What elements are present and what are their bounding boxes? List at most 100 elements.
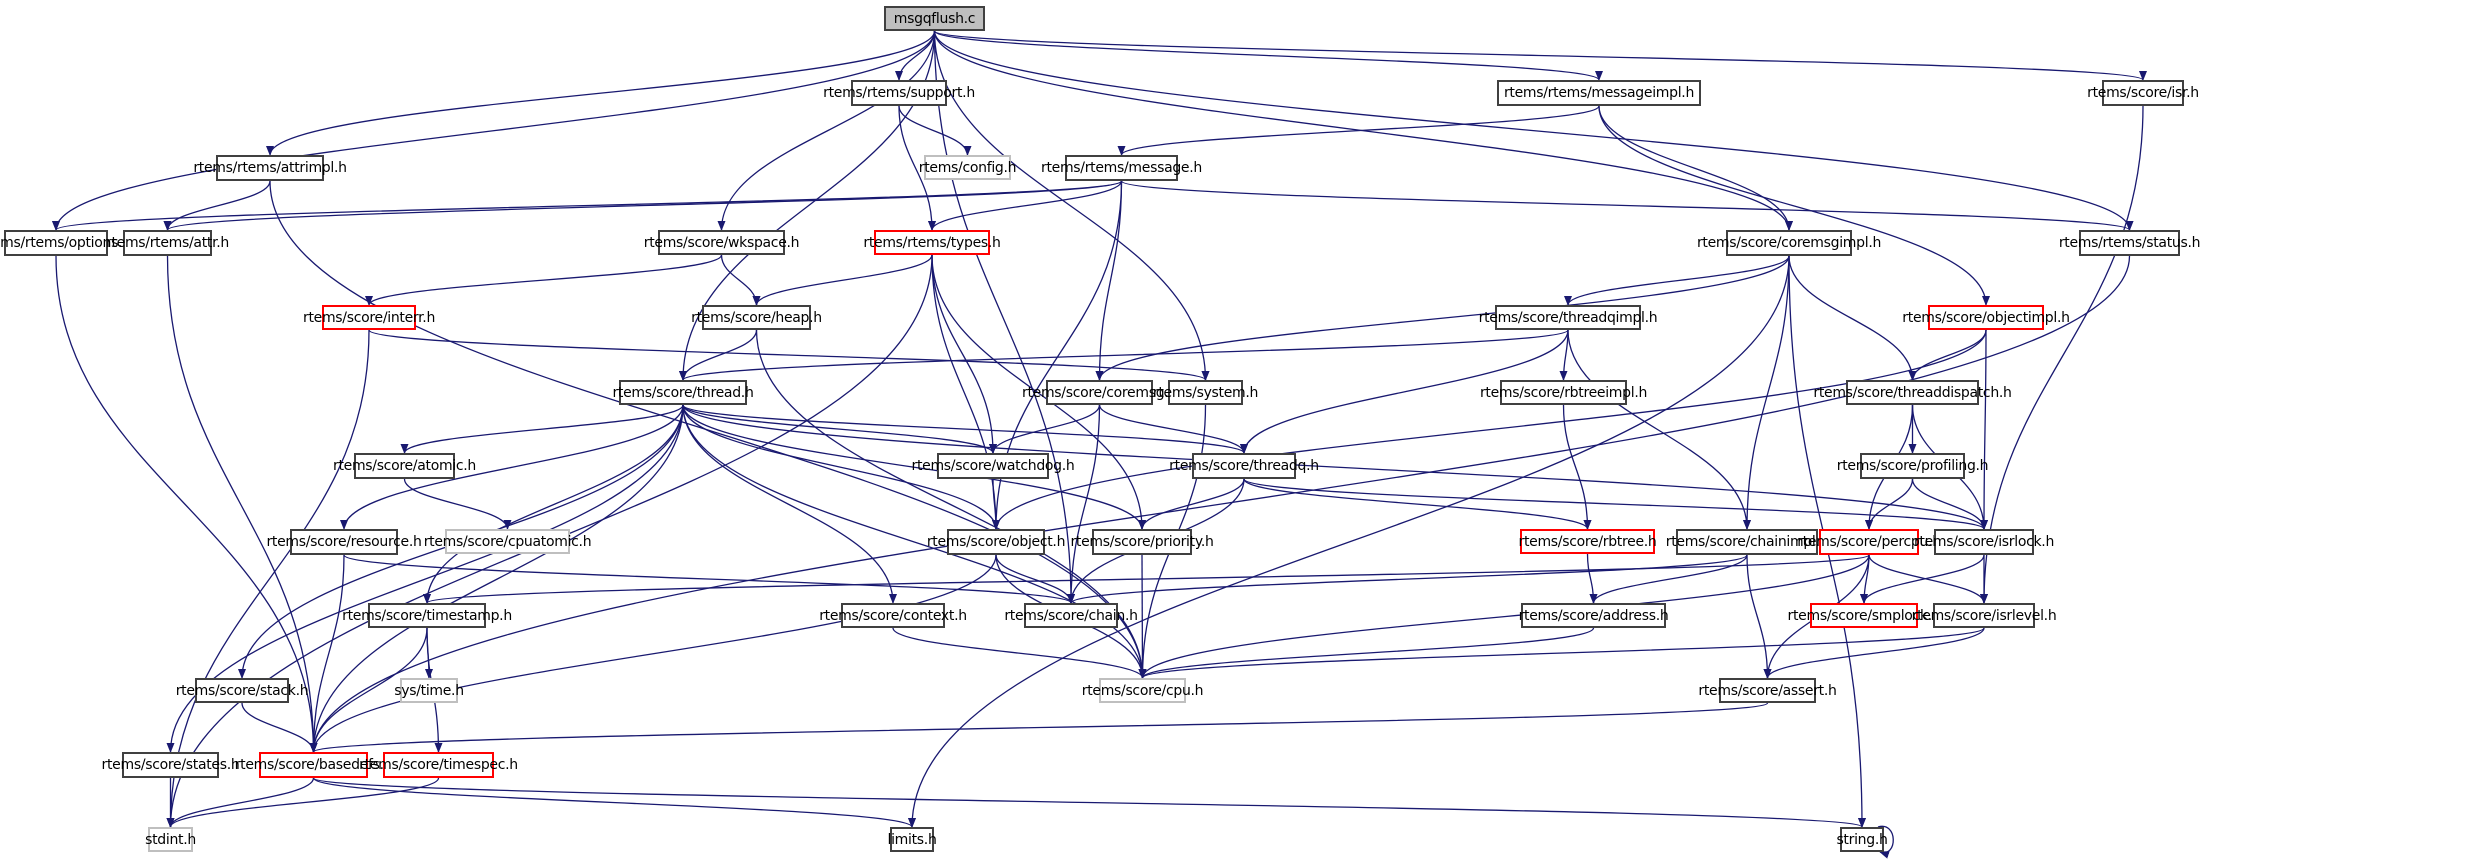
- node-profiling[interactable]: rtems/score/profiling.h: [1837, 453, 1989, 479]
- edge-context-to-cpu: [892, 627, 1147, 679]
- edge-basedefs-to-stdint: [166, 777, 315, 828]
- edge-thread-to-cpu: [682, 404, 1147, 679]
- edge-basedefs-to-string: [312, 777, 1866, 828]
- node-isr[interactable]: rtems/score/isr.h: [2087, 80, 2199, 106]
- node-msgqflush[interactable]: msgqflush.c: [884, 6, 985, 31]
- edge-thread-to-resource: [340, 404, 684, 530]
- node-resource[interactable]: rtems/score/resource.h: [266, 529, 422, 555]
- edge-threadqimpl-to-thread: [679, 329, 1569, 381]
- node-types[interactable]: rtems/rtems/types.h: [863, 230, 1001, 255]
- node-isrlevel[interactable]: rtems/score/isrlevel.h: [1912, 603, 2057, 628]
- edge-profiling-to-isrlock: [1911, 478, 1988, 530]
- edge-messageimpl-to-objectimpl: [1598, 105, 1990, 306]
- node-coremsgimpl[interactable]: rtems/score/coremsgimpl.h: [1697, 230, 1881, 256]
- edge-threadqimpl-to-threadq: [1240, 329, 1569, 454]
- edge-message-to-coremsg: [1095, 180, 1123, 381]
- node-system[interactable]: rtems/system.h: [1153, 380, 1258, 405]
- node-threaddispatch[interactable]: rtems/score/threaddispatch.h: [1813, 380, 2012, 405]
- node-address[interactable]: rtems/score/address.h: [1519, 603, 1669, 628]
- edge-msgqflush-to-messageimpl: [933, 30, 1603, 81]
- node-coremsg[interactable]: rtems/score/coremsg.h: [1022, 380, 1177, 405]
- node-messageimpl[interactable]: rtems/rtems/messageimpl.h: [1497, 80, 1701, 106]
- node-limits[interactable]: limits.h: [888, 827, 937, 852]
- node-message[interactable]: rtems/rtems/message.h: [1041, 155, 1202, 181]
- node-percpu[interactable]: rtems/score/percpu.h: [1797, 529, 1941, 555]
- edge-chainimpl-to-address: [1589, 554, 1748, 604]
- node-status[interactable]: rtems/rtems/status.h: [2059, 230, 2200, 256]
- edge-profiling-to-percpu: [1865, 478, 1914, 530]
- edge-basedefs-to-limits: [312, 777, 916, 828]
- edge-thread-to-basedefs: [309, 404, 684, 753]
- edge-coremsgimpl-to-threadqimpl: [1564, 255, 1790, 306]
- node-cpu: rtems/score/cpu.h: [1082, 678, 1204, 703]
- node-watchdog[interactable]: rtems/score/watchdog.h: [912, 453, 1075, 479]
- edge-atomic-to-cpuatomic: [403, 478, 512, 530]
- edge-message-to-types: [928, 180, 1123, 231]
- edge-msgqflush-to-status: [933, 30, 2134, 231]
- node-systime: sys/time.h: [394, 678, 464, 703]
- edge-isrlevel-to-cpu: [1138, 627, 1985, 679]
- edge-assert-to-basedefs: [310, 702, 1769, 753]
- edge-types-to-priority: [931, 254, 1146, 530]
- node-context[interactable]: rtems/score/context.h: [819, 603, 967, 628]
- node-stack[interactable]: rtems/score/stack.h: [176, 678, 309, 703]
- edge-address-to-cpu: [1138, 627, 1595, 679]
- edge-resource-to-basedefs: [309, 554, 345, 753]
- edge-msgqflush-to-system: [933, 30, 1210, 381]
- edge-coremsgimpl-to-chainimpl: [1743, 255, 1790, 530]
- node-timestamp[interactable]: rtems/score/timestamp.h: [342, 603, 512, 628]
- edge-options-to-basedefs: [55, 255, 318, 753]
- node-priority[interactable]: rtems/score/priority.h: [1070, 529, 1214, 555]
- edge-thread-to-object: [682, 404, 1000, 530]
- edge-types-to-object: [931, 254, 1000, 530]
- node-config: rtems/config.h: [919, 155, 1017, 180]
- node-interr[interactable]: rtems/score/interr.h: [303, 305, 435, 330]
- edge-coremsgimpl-to-coremsg: [1095, 255, 1790, 381]
- edge-objectimpl-to-object: [992, 329, 1987, 530]
- node-states[interactable]: rtems/score/states.h: [102, 752, 240, 778]
- edge-threadqimpl-to-chainimpl: [1567, 329, 1751, 530]
- edge-thread-to-priority: [682, 404, 1146, 530]
- node-chainimpl[interactable]: rtems/score/chainimpl.h: [1666, 529, 1829, 555]
- node-support[interactable]: rtems/rtems/support.h: [823, 80, 975, 106]
- node-thread[interactable]: rtems/score/thread.h: [612, 380, 754, 405]
- edge-percpu-to-timestamp: [423, 554, 1870, 604]
- node-timespec[interactable]: rtems/score/timespec.h: [359, 752, 518, 778]
- node-attr[interactable]: rtems/rtems/attr.h: [106, 230, 229, 256]
- node-heap[interactable]: rtems/score/heap.h: [691, 305, 822, 330]
- edge-watchdog-to-object: [991, 478, 1000, 530]
- node-rbtree[interactable]: rtems/score/rbtree.h: [1519, 529, 1657, 554]
- edge-thread-to-isrlock: [682, 404, 1988, 530]
- node-rbtreeimpl[interactable]: rtems/score/rbtreeimpl.h: [1480, 380, 1647, 405]
- node-attrimpl[interactable]: rtems/rtems/attrimpl.h: [193, 155, 347, 181]
- node-string[interactable]: string.h: [1836, 827, 1888, 852]
- edge-stack-to-basedefs: [241, 702, 318, 753]
- edge-timespec-to-stdint: [166, 777, 440, 828]
- edge-coremsgimpl-to-limits: [908, 255, 1790, 828]
- edge-support-to-config: [898, 105, 972, 156]
- node-basedefs[interactable]: rtems/score/basedefs.h: [235, 752, 393, 778]
- edge-interr-to-system: [368, 329, 1210, 381]
- node-options[interactable]: rtems/rtems/options.h: [0, 230, 131, 256]
- edge-isrlock-to-smplock: [1860, 554, 1985, 604]
- edge-thread-to-threadq: [682, 404, 1248, 454]
- node-smplock[interactable]: rtems/score/smplock.h: [1788, 603, 1941, 628]
- edge-isr-to-isrlevel: [1980, 105, 2144, 604]
- edge-objectimpl-to-isrlock: [1980, 329, 1989, 530]
- node-cpuatomic: rtems/score/cpuatomic.h: [424, 529, 592, 554]
- node-threadqimpl[interactable]: rtems/score/threadqimpl.h: [1479, 305, 1658, 330]
- node-stdint: stdint.h: [145, 827, 196, 852]
- node-assert[interactable]: rtems/score/assert.h: [1698, 678, 1837, 703]
- node-objectimpl[interactable]: rtems/score/objectimpl.h: [1902, 305, 2070, 330]
- node-chain[interactable]: rtems/score/chain.h: [1004, 603, 1138, 628]
- node-isrlock[interactable]: rtems/score/isrlock.h: [1914, 529, 2054, 555]
- node-atomic[interactable]: rtems/score/atomic.h: [333, 453, 476, 479]
- node-object[interactable]: rtems/score/object.h: [927, 529, 1065, 555]
- node-wkspace[interactable]: rtems/score/wkspace.h: [644, 230, 800, 255]
- edge-msgqflush-to-attrimpl: [266, 30, 936, 156]
- edge-message-to-attr: [163, 180, 1123, 231]
- edge-rbtreeimpl-to-rbtree: [1562, 404, 1592, 530]
- edge-thread-to-watchdog: [682, 404, 997, 454]
- node-threadq[interactable]: rtems/score/threadq.h: [1169, 453, 1319, 479]
